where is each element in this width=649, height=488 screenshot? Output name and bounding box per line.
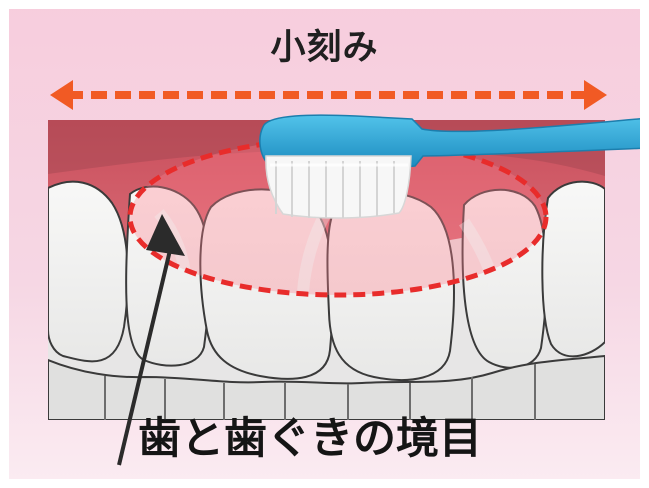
mouth-panel <box>48 120 605 420</box>
pointer-arrow <box>117 214 185 466</box>
upper-teeth <box>48 180 605 381</box>
toothbrush <box>259 114 649 219</box>
bottom-label: 歯と歯ぐきの境目 <box>138 414 482 464</box>
orange-double-arrow <box>50 80 607 110</box>
top-label: 小刻み <box>270 28 379 68</box>
lower-teeth <box>48 354 605 420</box>
